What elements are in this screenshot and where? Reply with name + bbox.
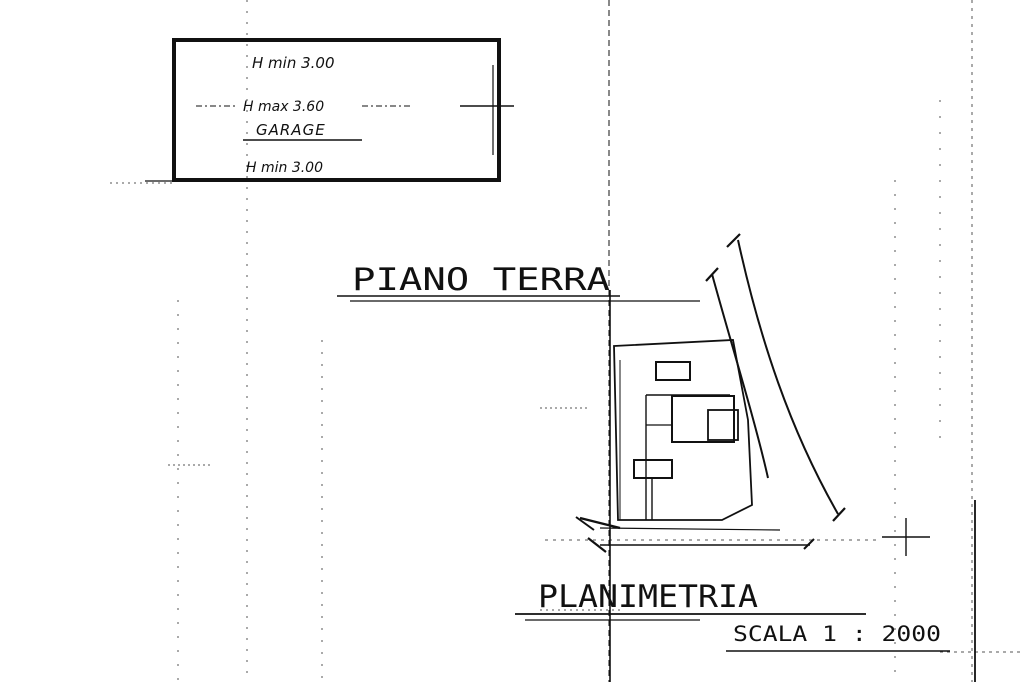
main-axis	[608, 0, 976, 682]
plan-title-group: PLANIMETRIA SCALA 1 : 2000	[515, 579, 950, 652]
garage-label: GARAGE	[256, 121, 326, 139]
site-plan	[575, 233, 930, 556]
plan-title: PLANIMETRIA	[538, 579, 758, 615]
floor-title-group: PIANO TERRA	[337, 262, 700, 302]
construction-lines	[110, 0, 1024, 682]
garage-box: H min 3.00 H max 3.60 GARAGE H min 3.00	[145, 38, 514, 182]
plan-scale: SCALA 1 : 2000	[733, 622, 941, 646]
floor-title: PIANO TERRA	[352, 262, 610, 298]
garage-height-max: H max 3.60	[243, 99, 324, 115]
garage-height-top: H min 3.00	[252, 54, 335, 72]
garage-height-bottom: H min 3.00	[246, 160, 323, 176]
